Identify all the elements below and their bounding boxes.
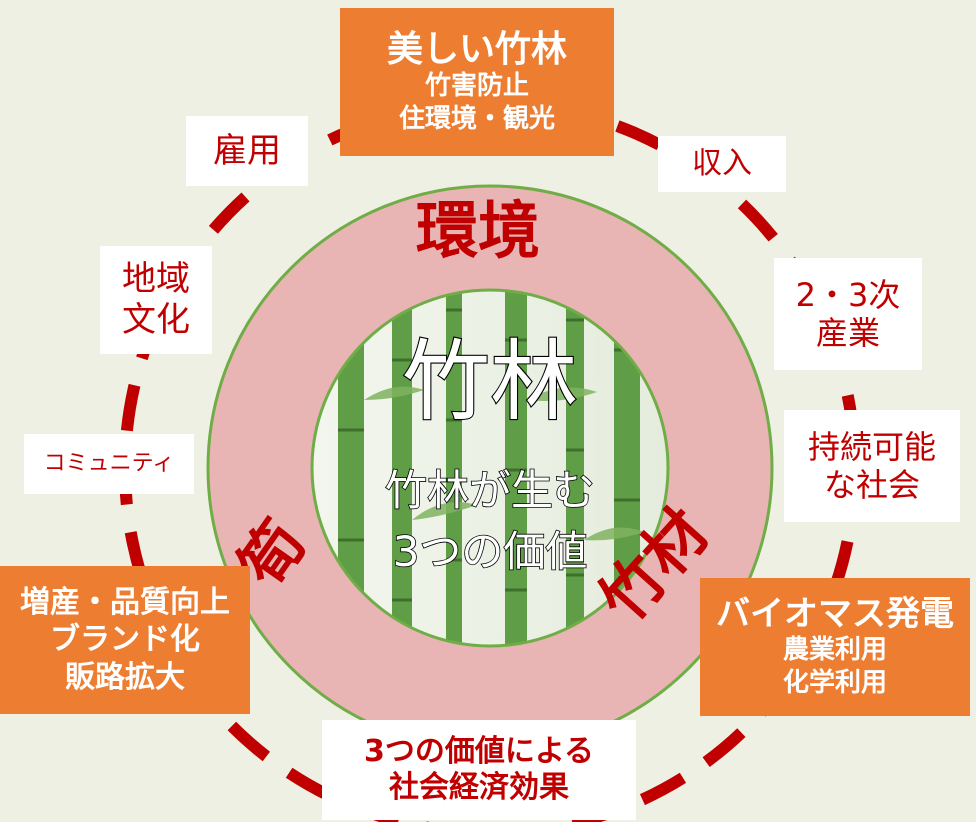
label-sustainable-society: 持続可能 な社会 bbox=[784, 410, 960, 522]
bamboo-image bbox=[312, 290, 668, 646]
label-secondary-tertiary-industry: 2・3次 産業 bbox=[774, 258, 922, 370]
biomass-box: バイオマス発電 農業利用 化学利用 bbox=[700, 578, 970, 716]
beautiful-bamboo-line-1: 竹害防止 bbox=[424, 71, 529, 102]
label-sustainable-line-1: 持続可能 bbox=[807, 427, 936, 466]
bamboo-shoot-line-1: 増産・品質向上 bbox=[20, 584, 230, 620]
bamboo-shoot-line-3: 販路拡大 bbox=[65, 659, 185, 695]
economic-effect-line-2: 社会経済効果 bbox=[389, 770, 569, 805]
label-sustainable-line-2: な社会 bbox=[823, 466, 920, 504]
bamboo-shoot-line-2: ブランド化 bbox=[50, 622, 200, 658]
label-income: 収入 bbox=[658, 136, 786, 192]
center-title: 竹林 bbox=[402, 330, 578, 433]
label-community-text: コミュニティ bbox=[43, 450, 175, 476]
biomass-title: バイオマス発電 bbox=[716, 593, 954, 634]
label-regional-culture-line-2: 文化 bbox=[122, 300, 190, 340]
beautiful-bamboo-line-2: 住環境・観光 bbox=[398, 103, 555, 134]
label-income-text: 収入 bbox=[692, 146, 752, 181]
label-industry-line-1: 2・3次 bbox=[795, 275, 901, 314]
center-line-2: 3つの価値 bbox=[393, 527, 588, 576]
ring-label-environment: 環境 bbox=[416, 194, 540, 267]
label-community: コミュニティ bbox=[24, 434, 194, 494]
label-employment: 雇用 bbox=[186, 116, 308, 186]
label-industry-line-2: 産業 bbox=[815, 314, 880, 352]
label-employment-text: 雇用 bbox=[213, 130, 281, 171]
biomass-line-1: 農業利用 bbox=[782, 635, 887, 666]
center-line-1: 竹林が生む bbox=[385, 466, 595, 515]
label-regional-culture-line-1: 地域 bbox=[122, 259, 190, 300]
economic-effect-box: 3つの価値による 社会経済効果 bbox=[322, 720, 636, 820]
label-regional-culture: 地域 文化 bbox=[100, 246, 212, 354]
beautiful-bamboo-title: 美しい竹林 bbox=[386, 28, 567, 70]
economic-effect-line-1: 3つの価値による bbox=[364, 734, 594, 769]
biomass-line-2: 化学利用 bbox=[782, 667, 887, 698]
beautiful-bamboo-box: 美しい竹林 竹害防止 住環境・観光 bbox=[340, 8, 614, 156]
bamboo-shoot-box: 増産・品質向上 ブランド化 販路拡大 bbox=[0, 566, 250, 714]
